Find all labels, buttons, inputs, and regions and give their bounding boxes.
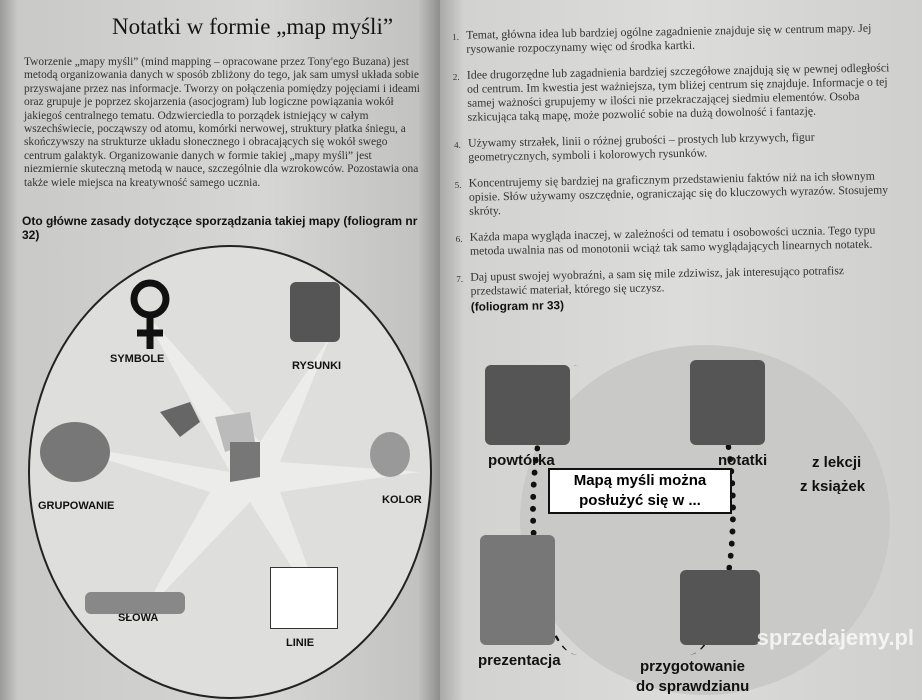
label-powtorka: powtórka <box>488 452 555 469</box>
rule-number: 7. <box>456 273 464 284</box>
mind-map-circle <box>28 245 432 699</box>
student-writing-image <box>690 360 765 445</box>
rule-number: 6. <box>455 233 463 244</box>
label-kolor: KOLOR <box>382 494 422 506</box>
label-do-sprawdzianu: do sprawdzianu <box>636 678 750 695</box>
student-studying-image <box>680 570 760 645</box>
balloons-image <box>40 422 110 482</box>
dotted-arc-right <box>640 365 736 655</box>
label-grupowanie: GRUPOWANIE <box>38 500 115 512</box>
presenter-image <box>480 535 555 645</box>
rule-item: 4. Używamy strzałek, linii o różnej grubo… <box>454 128 894 164</box>
label-slowa: SŁOWA <box>118 612 159 624</box>
star-rays <box>50 307 420 627</box>
center-box: Mapą myśli można posłużyć się w ... <box>548 468 732 514</box>
label-prezentacja: prezentacja <box>478 652 561 669</box>
label-notatki: notatki <box>718 452 768 469</box>
watermark-logo: sprzedajemy.pl <box>756 625 914 650</box>
rule-text: Idee drugorzędne lub zagadnienia bardzie… <box>466 60 890 124</box>
lines-image <box>270 567 338 629</box>
rule-text: Temat, główna idea lub bardziej ogólne z… <box>465 20 872 56</box>
student-reading-image <box>485 365 570 445</box>
palette-image <box>370 432 410 477</box>
label-z-ksiazek: z książek <box>800 478 866 495</box>
rule-number: 1. <box>452 31 459 42</box>
rule-item: 5. Koncentrujemy się bardziej na graficzn… <box>455 168 896 218</box>
drawing-person-image <box>290 282 340 342</box>
label-rysunki: RYSUNKI <box>292 360 342 372</box>
rule-number: 5. <box>454 179 462 190</box>
rule-text: Każda mapa wygląda inaczej, w zależności… <box>469 222 876 258</box>
rule-text: Koncentrujemy się bardziej na graficznym… <box>468 168 889 218</box>
rule-number: 2. <box>452 71 460 82</box>
rules-heading: Oto główne zasady dotyczące sporządzania… <box>22 214 418 242</box>
label-linie: LINIE <box>286 637 315 649</box>
left-page: Notatki w formie „map myśli” Tworzenie „… <box>0 0 440 700</box>
dotted-arc-left <box>530 365 626 655</box>
rules-list: 1. Temat, główna idea lub bardziej ogólne… <box>452 20 897 314</box>
label-symbole: SYMBOLE <box>110 353 165 365</box>
rule-item: 1. Temat, główna idea lub bardziej ogólne… <box>452 20 892 56</box>
rule-number: 4. <box>453 139 461 150</box>
rule-item: 6. Każda mapa wygląda inaczej, w zależnoś… <box>456 222 896 258</box>
rule-text: Używamy strzałek, linii o różnej grubośc… <box>467 129 815 164</box>
label-z-lekcji: z lekcji <box>812 454 862 471</box>
key-image <box>85 592 185 614</box>
label-przygotowanie: przygotowanie <box>640 658 746 675</box>
rule-item: 2. Idee drugorzędne lub zagadnienia bardz… <box>453 60 894 124</box>
intro-paragraph: Tworzenie „mapy myśli” (mind mapping – o… <box>24 56 420 189</box>
venus-symbol-icon <box>130 279 170 349</box>
page-title: Notatki w formie „map myśli” <box>112 14 394 39</box>
right-page: 1. Temat, główna idea lub bardziej ogólne… <box>440 0 922 700</box>
